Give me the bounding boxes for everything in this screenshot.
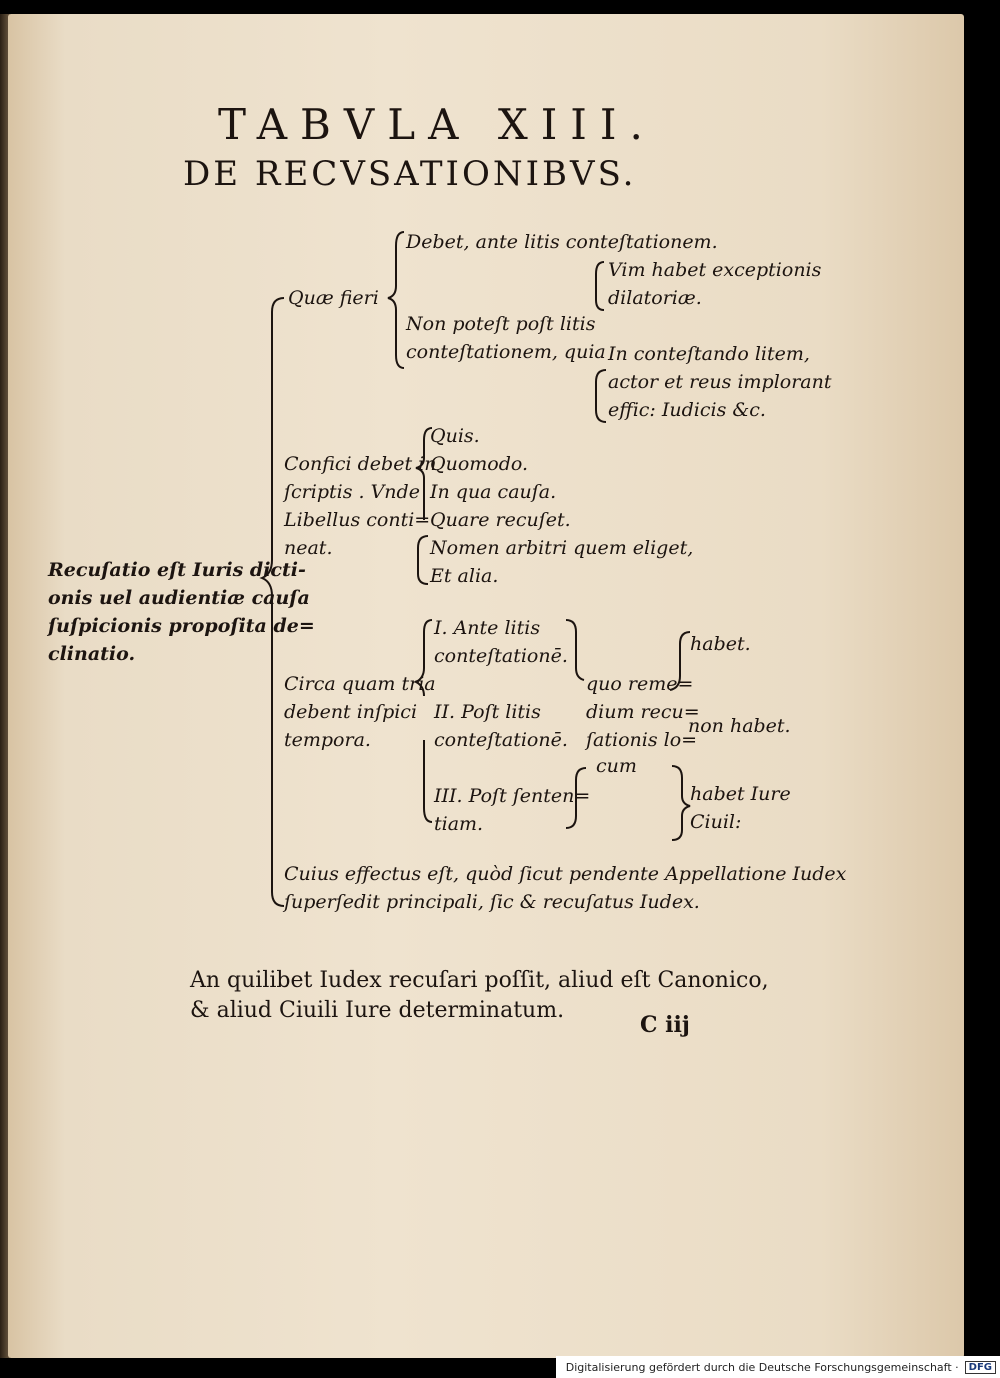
root-line: Recuſatio eſt Iuris dicti- bbox=[48, 559, 306, 581]
habet-label: habet. bbox=[690, 633, 751, 655]
text-line: I. Ante litis bbox=[434, 617, 541, 639]
root-line: clinatio. bbox=[48, 643, 136, 665]
text-line: debent inſpici bbox=[284, 701, 418, 723]
text-line: An quilibet Iudex recuſari poſſit, aliud… bbox=[190, 968, 769, 993]
text-line: Circa quam tria bbox=[284, 673, 436, 695]
branch-effectus: Cuius effectus eſt, quòd ſicut pendente … bbox=[284, 860, 846, 916]
page-subtitle: DE RECVSATIONIBVS. bbox=[183, 154, 637, 194]
signature-mark: C iij bbox=[640, 1012, 690, 1038]
branch-quae-fieri: Quæ fieri bbox=[288, 287, 379, 309]
page-title: TABVLA XIII. bbox=[218, 100, 656, 149]
text-line: actor et reus implorant bbox=[608, 371, 832, 393]
text-line: III. Poſt ſenten= bbox=[434, 785, 591, 807]
list-item: Quomodo. bbox=[430, 453, 529, 475]
branch-vim-habet: Vim habet exceptionis dilatoriæ. bbox=[608, 256, 821, 312]
root-line: ſuſpicionis propoſita de= bbox=[48, 615, 315, 637]
text-line: II. Poſt litis bbox=[434, 701, 541, 723]
root-definition: Recuſatio eſt Iuris dicti- onis uel audi… bbox=[48, 556, 315, 668]
branch-confici: Confici debet in ſcriptis . Vnde Libellu… bbox=[284, 450, 436, 562]
text-line: conteſtationem, quia bbox=[406, 341, 606, 363]
text-line: tempora. bbox=[284, 729, 371, 751]
text-line: conteſtationē. bbox=[434, 645, 568, 667]
text-line: dium recu= bbox=[586, 701, 700, 723]
book-page bbox=[8, 14, 964, 1358]
text-line: dilatoriæ. bbox=[608, 287, 702, 309]
credit-text: Digitalisierung gefördert durch die Deut… bbox=[565, 1360, 959, 1374]
branch-debet: Debet, ante litis conteſtationem. bbox=[406, 231, 718, 253]
text-line: conteſtationē. bbox=[434, 729, 568, 751]
text-line: Vim habet exceptionis bbox=[608, 259, 822, 281]
text-line: habet Iure bbox=[690, 783, 791, 805]
text-line: In conteſtando litem, bbox=[608, 343, 810, 365]
remedium-cum: cum bbox=[596, 755, 637, 777]
text-line: neat. bbox=[284, 537, 333, 559]
list-item: Quare recuſet. bbox=[430, 509, 571, 531]
text-line: Non poteſt poſt litis bbox=[406, 313, 596, 335]
text-line: ſcriptis . Vnde bbox=[284, 481, 420, 503]
text-line: tiam. bbox=[434, 813, 484, 835]
dfg-logo: DFG bbox=[964, 1360, 996, 1374]
footnote: An quilibet Iudex recuſari poſſit, aliud… bbox=[190, 966, 769, 1026]
text-line: quo reme= bbox=[586, 673, 694, 695]
branch-circa: Circa quam tria debent inſpici tempora. bbox=[284, 670, 436, 754]
non-habet-label: non habet. bbox=[688, 715, 791, 737]
text-line: Confici debet in bbox=[284, 453, 437, 475]
libellus-items: Quis. Quomodo. In qua cauſa. Quare recuſ… bbox=[430, 422, 693, 590]
text-line: ſationis lo= bbox=[586, 729, 698, 751]
book-binding-edge bbox=[0, 14, 10, 1358]
branch-non-potest: Non poteſt poſt litis conteſtationem, qu… bbox=[406, 310, 606, 366]
text-line: Ciuil: bbox=[690, 811, 742, 833]
text-line: effic: Iudicis &c. bbox=[608, 399, 766, 421]
text-line: Libellus conti= bbox=[284, 509, 431, 531]
tempus-1: I. Ante litis conteſtationē. bbox=[434, 614, 568, 670]
list-item: Nomen arbitri quem eliget, bbox=[430, 537, 694, 559]
text-line: Cuius effectus eſt, quòd ſicut pendente … bbox=[284, 863, 847, 885]
digitization-credit-bar: Digitalisierung gefördert durch die Deut… bbox=[555, 1356, 1000, 1378]
text-line: ſuperſedit principali, ſic & recuſatus I… bbox=[284, 891, 700, 913]
text-line: & aliud Ciuili Iure determinatum. bbox=[190, 998, 565, 1023]
remedium: quo reme= dium recu= ſationis lo= bbox=[586, 670, 700, 754]
list-item: Quis. bbox=[430, 425, 480, 447]
list-item: Et alia. bbox=[430, 565, 499, 587]
tempus-2: II. Poſt litis conteſtationē. bbox=[434, 698, 568, 754]
habet-iure-label: habet Iure Ciuil: bbox=[690, 780, 791, 836]
branch-contestando: In conteſtando litem, actor et reus impl… bbox=[608, 340, 832, 424]
tempus-3: III. Poſt ſenten= tiam. bbox=[434, 782, 590, 838]
root-line: onis uel audientiæ cauſa bbox=[48, 587, 310, 609]
list-item: In qua cauſa. bbox=[430, 481, 557, 503]
